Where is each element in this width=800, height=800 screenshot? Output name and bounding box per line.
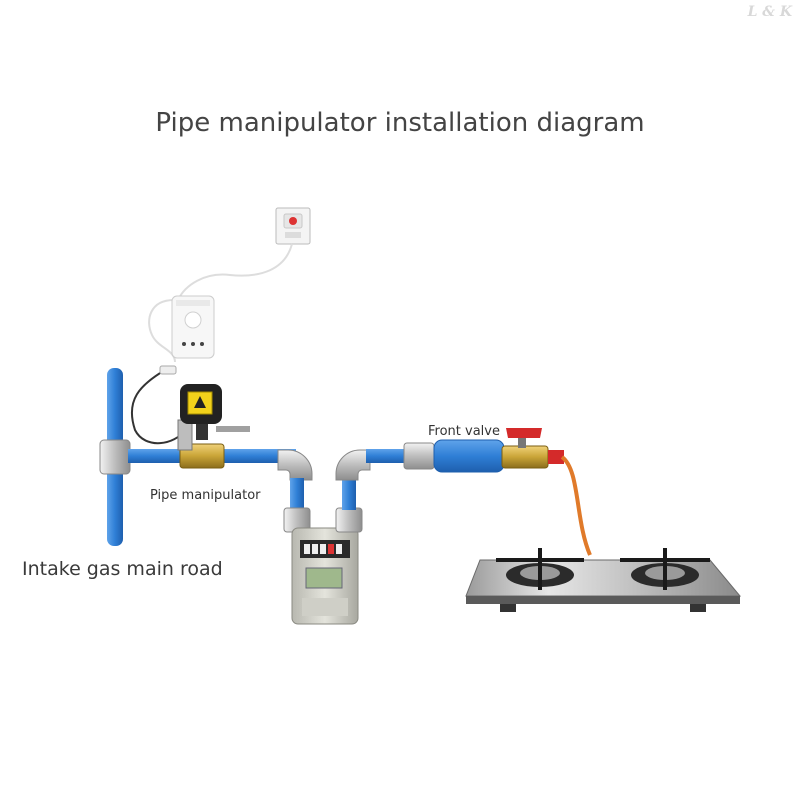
watermark: L & K <box>747 4 792 20</box>
power-cable <box>148 243 293 363</box>
pipe-manipulator <box>180 384 222 440</box>
manipulator-ball-valve <box>177 419 250 469</box>
intake-main-pipe <box>99 368 131 546</box>
signal-cable <box>130 369 186 445</box>
gas-detector <box>171 295 215 359</box>
page-title: Pipe manipulator installation diagram <box>155 108 645 138</box>
cable-connector <box>159 365 177 375</box>
left-elbow <box>277 449 313 533</box>
front-valve-label: Front valve <box>428 424 500 439</box>
gas-hose <box>560 455 592 556</box>
wall-socket <box>275 207 311 245</box>
intake-label: Intake gas main road <box>22 558 223 580</box>
horizontal-pipe-right <box>366 439 505 473</box>
front-valve <box>501 428 564 469</box>
gas-meter <box>291 527 359 625</box>
right-riser <box>335 449 371 533</box>
gas-stove <box>465 548 742 612</box>
pipe-manipulator-label: Pipe manipulator <box>150 488 261 503</box>
